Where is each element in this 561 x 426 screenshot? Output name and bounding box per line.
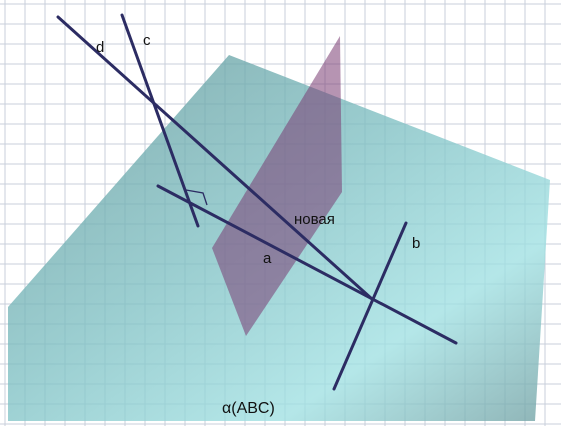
label-line-c: c <box>143 32 151 49</box>
line-a <box>156 184 458 345</box>
line-d <box>56 15 374 301</box>
label-line-d: d <box>96 39 104 56</box>
label-line-b: b <box>412 235 420 252</box>
label-plane-alpha: α(ABC) <box>222 400 275 417</box>
label-new-plane: новая <box>294 211 335 228</box>
lines-group <box>56 13 458 391</box>
new-plane <box>212 36 342 336</box>
line-b <box>332 221 408 391</box>
label-line-a: a <box>263 250 272 267</box>
line-c <box>120 13 200 228</box>
right-angle-marker <box>185 189 208 206</box>
